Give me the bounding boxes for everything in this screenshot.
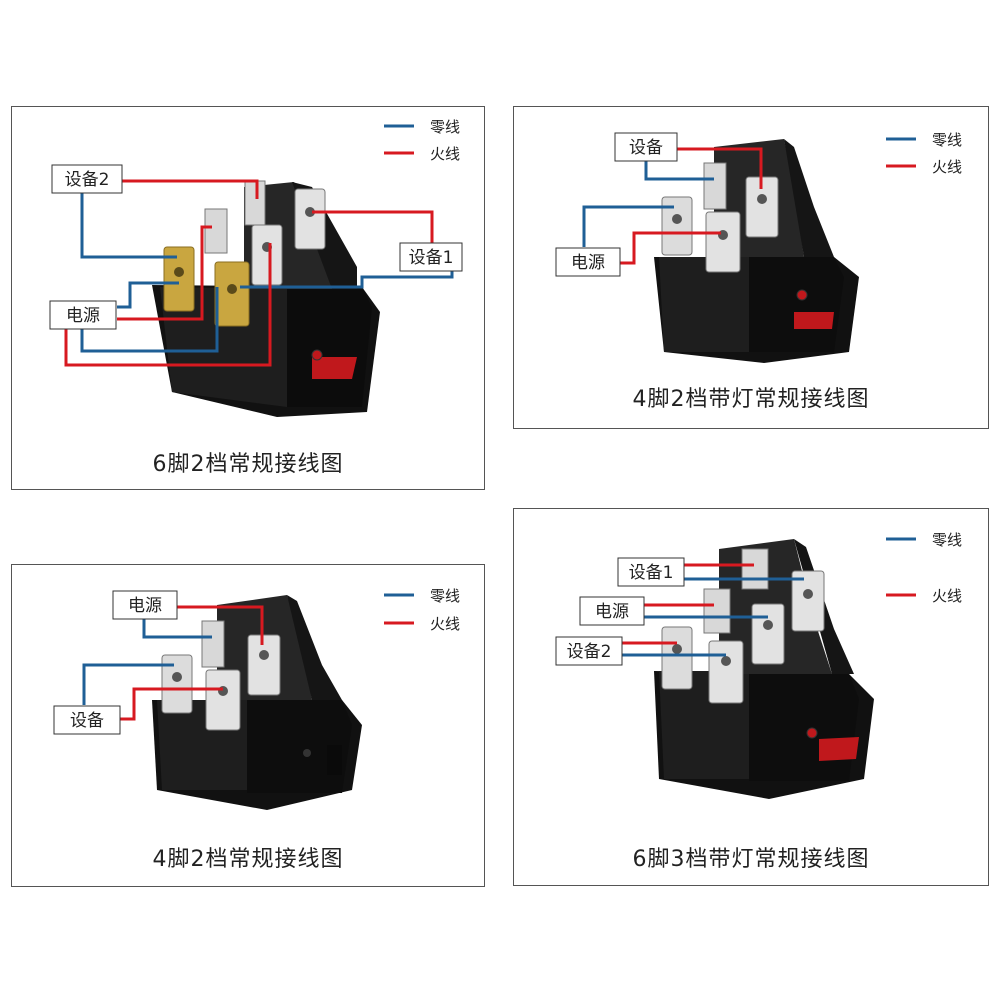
svg-text:设备1: 设备1 (409, 248, 454, 268)
wire-neutral-power (582, 205, 674, 247)
svg-text:设备2: 设备2 (65, 170, 110, 190)
legend-live-label: 火线 (932, 587, 962, 605)
wire-live-device (120, 687, 223, 721)
power-label: 电源 (555, 247, 621, 277)
terminal-pins (661, 162, 779, 273)
legend-neutral-label: 零线 (430, 118, 460, 136)
device1-label: 设备1 (617, 557, 685, 587)
panel-caption: 4脚2档带灯常规接线图 (632, 387, 870, 412)
wire-live-power (117, 225, 212, 321)
wiring (82, 605, 264, 721)
wire-neutral-power (142, 615, 212, 639)
panel-caption: 6脚2档常规接线图 (152, 452, 344, 477)
power-label: 电源 (49, 300, 117, 330)
legend-live-label: 火线 (430, 145, 460, 163)
wire-live-device2 (122, 179, 259, 199)
wire-neutral-bridge (80, 287, 219, 353)
legend-neutral-label: 零线 (932, 131, 962, 149)
wire-live-power (620, 231, 721, 265)
wire-live-bridge (64, 243, 272, 367)
panel-caption: 6脚3档带灯常规接线图 (632, 847, 870, 872)
power-label: 电源 (112, 590, 178, 620)
legend-neutral-label: 零线 (932, 531, 962, 549)
panel-caption: 4脚2档常规接线图 (152, 847, 344, 872)
wire-live-power (177, 605, 264, 645)
switch-diagram: 零线 火线 (555, 531, 962, 799)
svg-text:电源: 电源 (66, 306, 100, 326)
diagram-panel-4pin-2pos: 零线 火线 电源 (11, 564, 485, 887)
device1-label: 设备1 (399, 242, 463, 272)
wire-neutral-device1 (240, 271, 454, 289)
legend-live-label: 火线 (932, 158, 962, 176)
wiring (582, 147, 763, 265)
svg-text:电源: 电源 (595, 602, 629, 622)
wire-neutral-device (82, 663, 174, 705)
terminal-pins (163, 180, 326, 327)
wire-neutral-device (644, 159, 714, 181)
svg-text:设备2: 设备2 (567, 642, 612, 662)
switch-diagram: 零线 火线 (49, 118, 463, 417)
wire-live-device (677, 147, 763, 189)
rocker-switch-body (152, 595, 362, 810)
svg-text:设备: 设备 (629, 138, 663, 158)
legend-live-label: 火线 (430, 615, 460, 633)
power-label: 电源 (579, 596, 645, 626)
wire-neutral-device2 (80, 193, 177, 259)
switch-diagram: 零线 火线 设备 (555, 131, 962, 363)
diagram-panel-4pin-2pos-lamp: 零线 火线 设备 (513, 106, 989, 429)
device2-label: 设备2 (51, 164, 123, 194)
wiring (64, 179, 454, 367)
wire-neutral-power (117, 281, 179, 309)
device-label: 设备 (614, 132, 678, 162)
svg-text:设备: 设备 (70, 711, 104, 731)
diagram-panel-6pin-2pos: 零线 火线 (11, 106, 485, 490)
rocker-switch-body (152, 182, 380, 417)
terminal-pins (161, 620, 281, 731)
svg-text:设备1: 设备1 (629, 563, 674, 583)
legend-neutral-label: 零线 (430, 587, 460, 605)
device-label: 设备 (53, 705, 121, 735)
wiring (618, 563, 804, 657)
wire-live-device1 (312, 210, 434, 244)
switch-diagram: 零线 火线 电源 (53, 587, 460, 810)
diagram-panel-6pin-3pos-lamp: 零线 火线 (513, 508, 989, 886)
svg-text:电源: 电源 (571, 253, 605, 273)
device2-label: 设备2 (555, 636, 623, 666)
svg-text:电源: 电源 (128, 596, 162, 616)
